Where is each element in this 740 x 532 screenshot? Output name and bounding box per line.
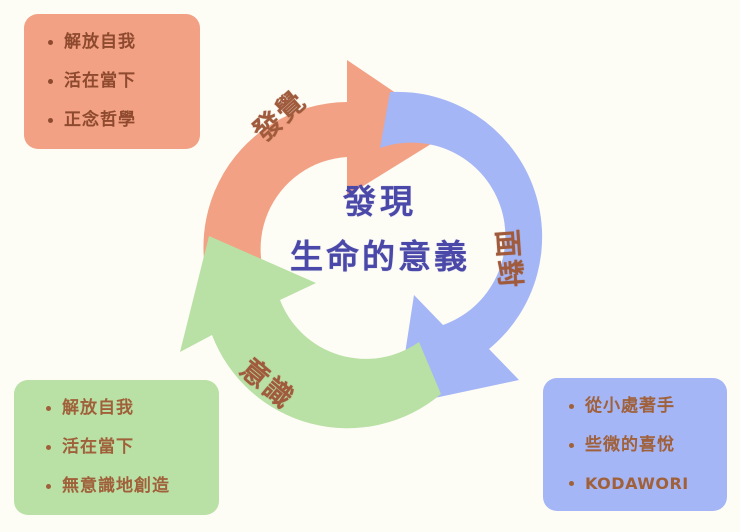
bullet-icon xyxy=(46,484,51,489)
bullet-icon xyxy=(48,118,53,123)
list-item-label: 活在當下 xyxy=(64,71,136,91)
center-title-line-1: 發現 xyxy=(343,182,417,221)
bullet-icon xyxy=(569,442,574,448)
list-item-label: 無意識地創造 xyxy=(62,476,170,496)
callout-create: 解放自我 活在當下 無意識地創造 xyxy=(14,380,219,515)
list-item: 活在當下 xyxy=(46,439,219,456)
callout-kodawori-list: 從小處著手 些微的喜悅 KODAWORI xyxy=(569,395,727,493)
bullet-icon xyxy=(48,79,53,84)
list-item: 活在當下 xyxy=(48,73,200,90)
callout-kodawori: 從小處著手 些微的喜悅 KODAWORI xyxy=(543,378,727,511)
list-item: 解放自我 xyxy=(46,400,219,417)
list-item-label: 從小處著手 xyxy=(585,395,675,416)
arrow-aware xyxy=(180,236,441,429)
arrow-face xyxy=(380,91,543,407)
bullet-icon xyxy=(46,445,51,450)
list-item-label: 活在當下 xyxy=(62,437,134,457)
center-title: 發現 生命的意義 xyxy=(255,180,505,279)
list-item: KODAWORI xyxy=(569,473,727,493)
center-title-line-2: 生命的意義 xyxy=(290,236,470,276)
callout-create-list: 解放自我 活在當下 無意識地創造 xyxy=(46,400,219,495)
bullet-icon xyxy=(48,40,53,45)
list-item: 解放自我 xyxy=(48,34,200,51)
list-item-label: 解放自我 xyxy=(62,398,134,418)
list-item-label: KODAWORI xyxy=(585,473,689,493)
list-item: 正念哲學 xyxy=(48,112,200,129)
list-item: 些微的喜悅 xyxy=(569,434,727,455)
list-item: 從小處著手 xyxy=(569,395,727,416)
bullet-icon xyxy=(46,406,51,411)
list-item-label: 些微的喜悅 xyxy=(585,434,675,455)
list-item-label: 解放自我 xyxy=(64,32,136,52)
bullet-icon xyxy=(569,481,574,486)
callout-release-list: 解放自我 活在當下 正念哲學 xyxy=(48,34,200,129)
list-item-label: 正念哲學 xyxy=(64,110,136,130)
callout-release: 解放自我 活在當下 正念哲學 xyxy=(24,14,200,149)
list-item: 無意識地創造 xyxy=(46,478,219,495)
bullet-icon xyxy=(569,403,574,409)
